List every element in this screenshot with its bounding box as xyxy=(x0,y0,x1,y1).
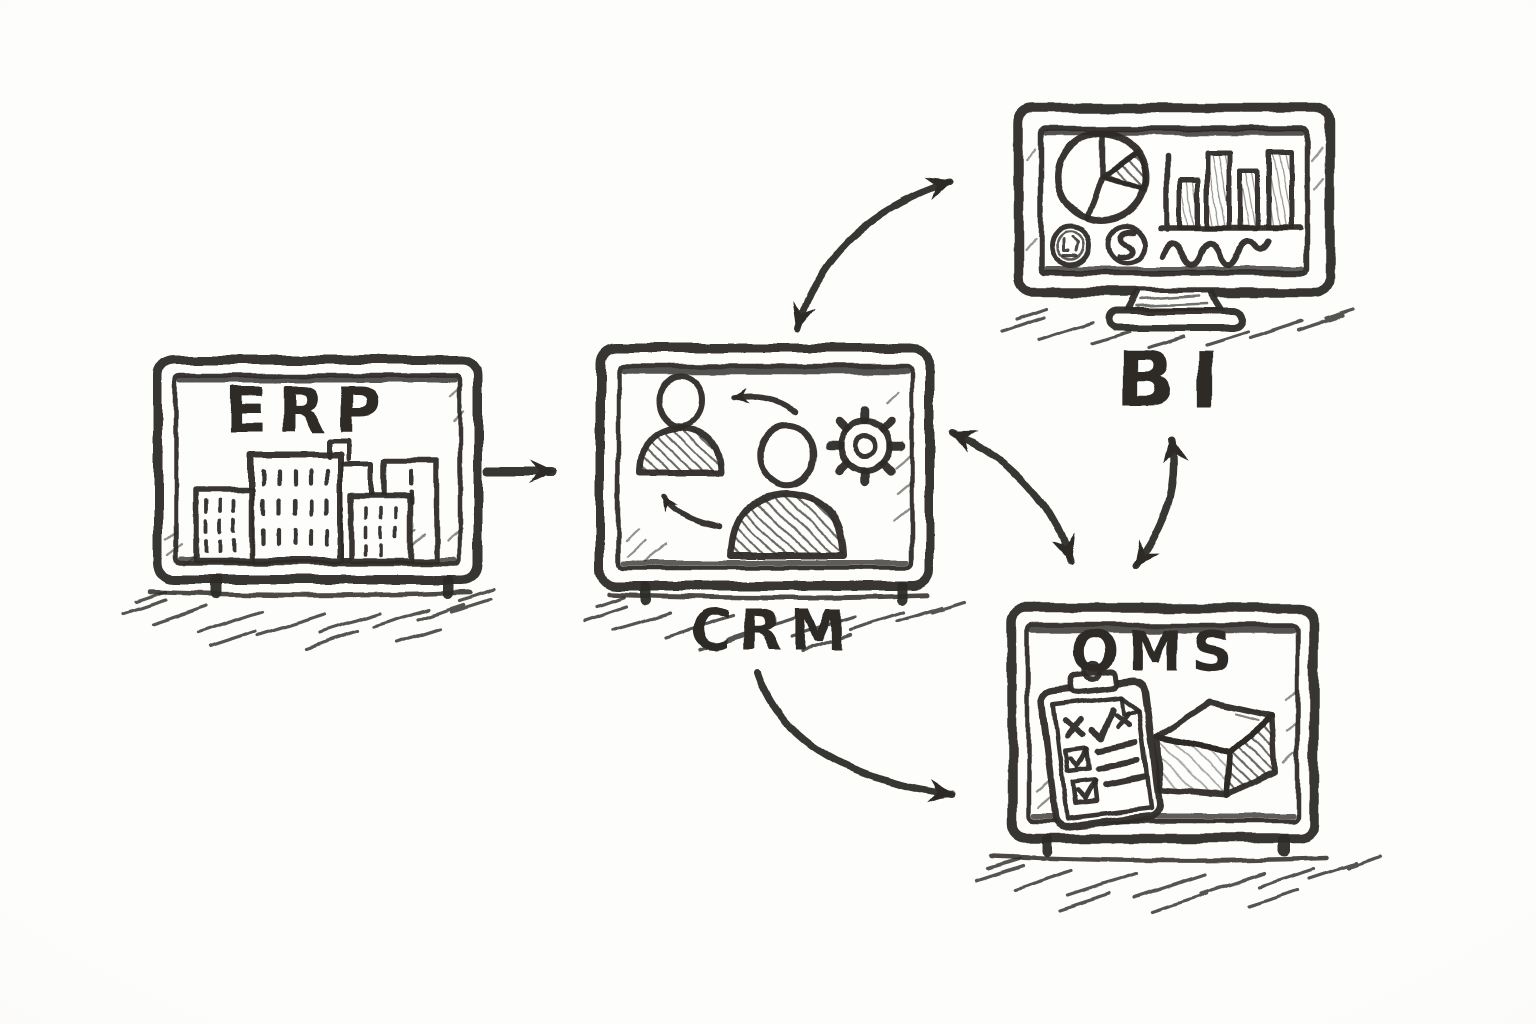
erp-node: ERP xyxy=(122,355,496,650)
oms-device-feet xyxy=(1042,833,1290,857)
arrow-crm-to-oms xyxy=(754,668,956,803)
city-buildings-icon xyxy=(193,438,440,564)
crm-corner-shading xyxy=(624,390,913,563)
building-chimney xyxy=(326,438,352,462)
oms-ground-shading xyxy=(974,853,1384,914)
bi-ground-shading xyxy=(1000,307,1356,350)
erp-ground-shading xyxy=(122,587,496,650)
clipboard-checklist-icon xyxy=(1038,660,1163,830)
gear-icon xyxy=(824,405,906,487)
x-mark-small xyxy=(1113,709,1132,729)
customers-and-gear-icon xyxy=(637,373,906,560)
oms-node: OMS xyxy=(974,603,1384,914)
sync-arrow-top-icon xyxy=(730,387,799,415)
crm-node: CRM xyxy=(582,343,966,663)
dial-icon xyxy=(1049,224,1093,268)
arrow-oms-bi-two-way xyxy=(1132,436,1189,569)
trend-line-icon xyxy=(1160,238,1272,269)
arrow-crm-bi-two-way xyxy=(792,177,954,332)
check-mark xyxy=(1088,706,1116,741)
bi-label: BI xyxy=(1117,335,1235,424)
arrow-crm-oms-two-way xyxy=(948,428,1075,564)
crm-device-screen xyxy=(615,363,915,571)
person-icon-small xyxy=(637,373,725,476)
bi-node: BI xyxy=(1000,103,1356,424)
package-box-icon xyxy=(1154,699,1278,798)
bi-monitor-stand xyxy=(1104,289,1246,332)
analytics-dashboard-icon xyxy=(1049,129,1303,269)
x-mark xyxy=(1063,716,1086,739)
sync-arrow-bottom-icon xyxy=(661,494,722,530)
erp-label: ERP xyxy=(225,374,391,447)
bi-bezel-shading xyxy=(1023,146,1325,252)
erp-corner-shading xyxy=(164,384,466,568)
building-windows xyxy=(260,468,330,547)
bar-chart-icon xyxy=(1157,148,1303,232)
crm-label: CRM xyxy=(690,598,854,663)
bi-monitor-screen xyxy=(1038,126,1310,276)
person-icon-large xyxy=(727,421,847,560)
crm-ground-shading xyxy=(582,591,966,652)
pie-chart-icon xyxy=(1054,129,1150,225)
s-curve-icon xyxy=(1106,224,1148,266)
